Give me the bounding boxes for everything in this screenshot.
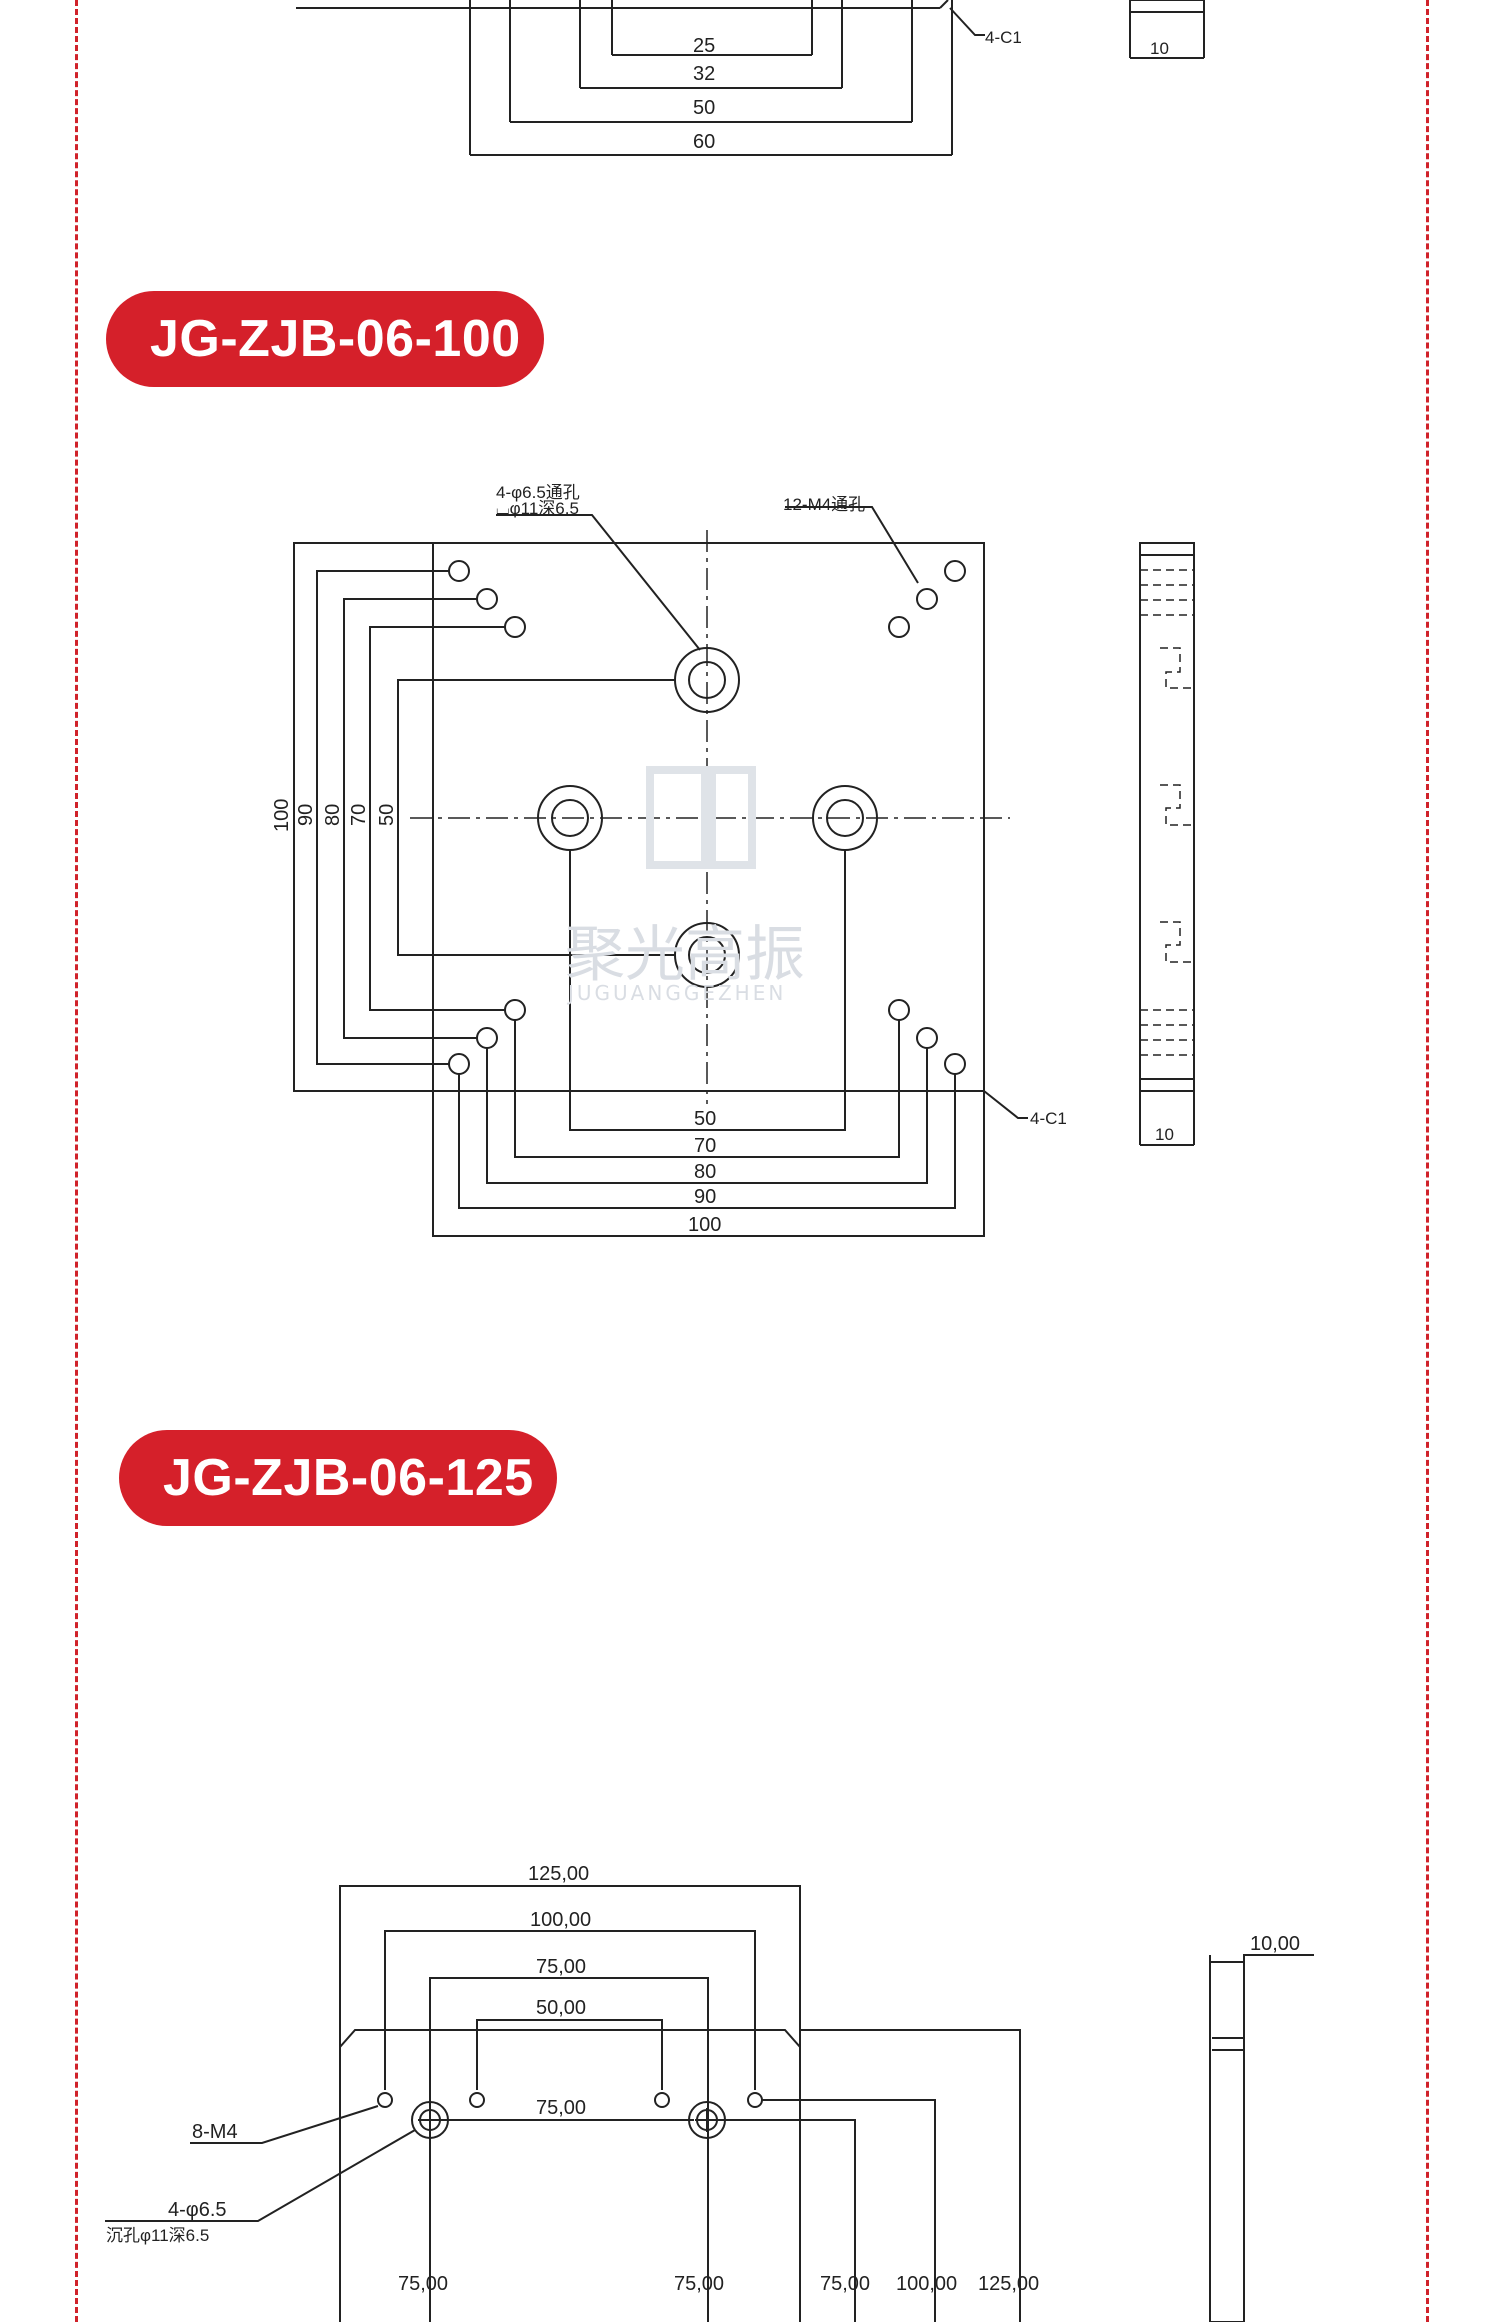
dim-label: 80 <box>322 804 344 826</box>
watermark-cn: 聚光高振 <box>565 920 805 990</box>
dim-label: 75,00 <box>674 2273 724 2295</box>
dim-label: 32 <box>693 63 715 85</box>
dim-label: 100,00 <box>896 2273 957 2295</box>
dim-label: 50 <box>694 1108 716 1130</box>
dim-label: 25 <box>693 35 715 57</box>
frame-border-left <box>75 0 78 2322</box>
side-width-label: 10 <box>1155 1125 1174 1144</box>
watermark: 聚光高振 JUGUANGGEZHEN <box>565 766 805 1005</box>
section-title-badge: JG-ZJB-06-100 <box>106 291 544 387</box>
dim-label: 125,00 <box>978 2273 1039 2295</box>
dim-label: 70 <box>348 804 370 826</box>
hole-note: ⌴φ11深6.5 <box>496 499 579 518</box>
drawing-top-partial <box>296 0 1205 156</box>
side-width-label: 10,00 <box>1250 1933 1300 1955</box>
dim-label: 75,00 <box>536 1956 586 1978</box>
dim-label: 60 <box>693 131 715 153</box>
dim-label: 75,00 <box>536 2097 586 2119</box>
drawing-125-plate <box>105 1885 1314 2322</box>
dim-label: 90 <box>694 1186 716 1208</box>
frame-border-right <box>1426 0 1429 2322</box>
hole-note: 4-φ6.5通孔 <box>496 483 580 502</box>
dim-label: 100,00 <box>530 1909 591 1931</box>
section-title-badge: JG-ZJB-06-125 <box>119 1430 557 1526</box>
drawing-100-labels: 4-φ6.5通孔 ⌴φ11深6.5 12-M4通孔 4-C1 10 50 70 … <box>271 483 1174 1236</box>
side-width-label: 10 <box>1150 39 1169 58</box>
dim-label: 100 <box>688 1214 721 1236</box>
dim-label: 50 <box>376 804 398 826</box>
tap-note: 8-M4 <box>192 2121 238 2143</box>
dim-label: 75,00 <box>820 2273 870 2295</box>
tap-note: 12-M4通孔 <box>783 495 865 514</box>
dim-label: 70 <box>694 1135 716 1157</box>
dim-label: 100 <box>271 799 293 832</box>
hole-note: 沉孔φ11深6.5 <box>106 2226 209 2245</box>
watermark-en: JUGUANGGEZHEN <box>566 981 786 1005</box>
dim-label: 50 <box>693 97 715 119</box>
drawing-125-labels: 125,00 100,00 75,00 50,00 75,00 8-M4 4-φ… <box>106 1863 1300 2295</box>
dim-label: 50,00 <box>536 1997 586 2019</box>
drawing-100-plate <box>293 506 1195 1237</box>
chamfer-label: 4-C1 <box>1030 1109 1067 1128</box>
dim-label: 75,00 <box>398 2273 448 2295</box>
dim-label: 90 <box>295 804 317 826</box>
hole-note: 4-φ6.5 <box>168 2199 227 2221</box>
chamfer-label: 4-C1 <box>985 28 1022 47</box>
drawing-top-labels: 25 32 50 60 4-C1 10 <box>693 28 1169 153</box>
dim-label: 80 <box>694 1161 716 1183</box>
dim-label: 125,00 <box>528 1863 589 1885</box>
